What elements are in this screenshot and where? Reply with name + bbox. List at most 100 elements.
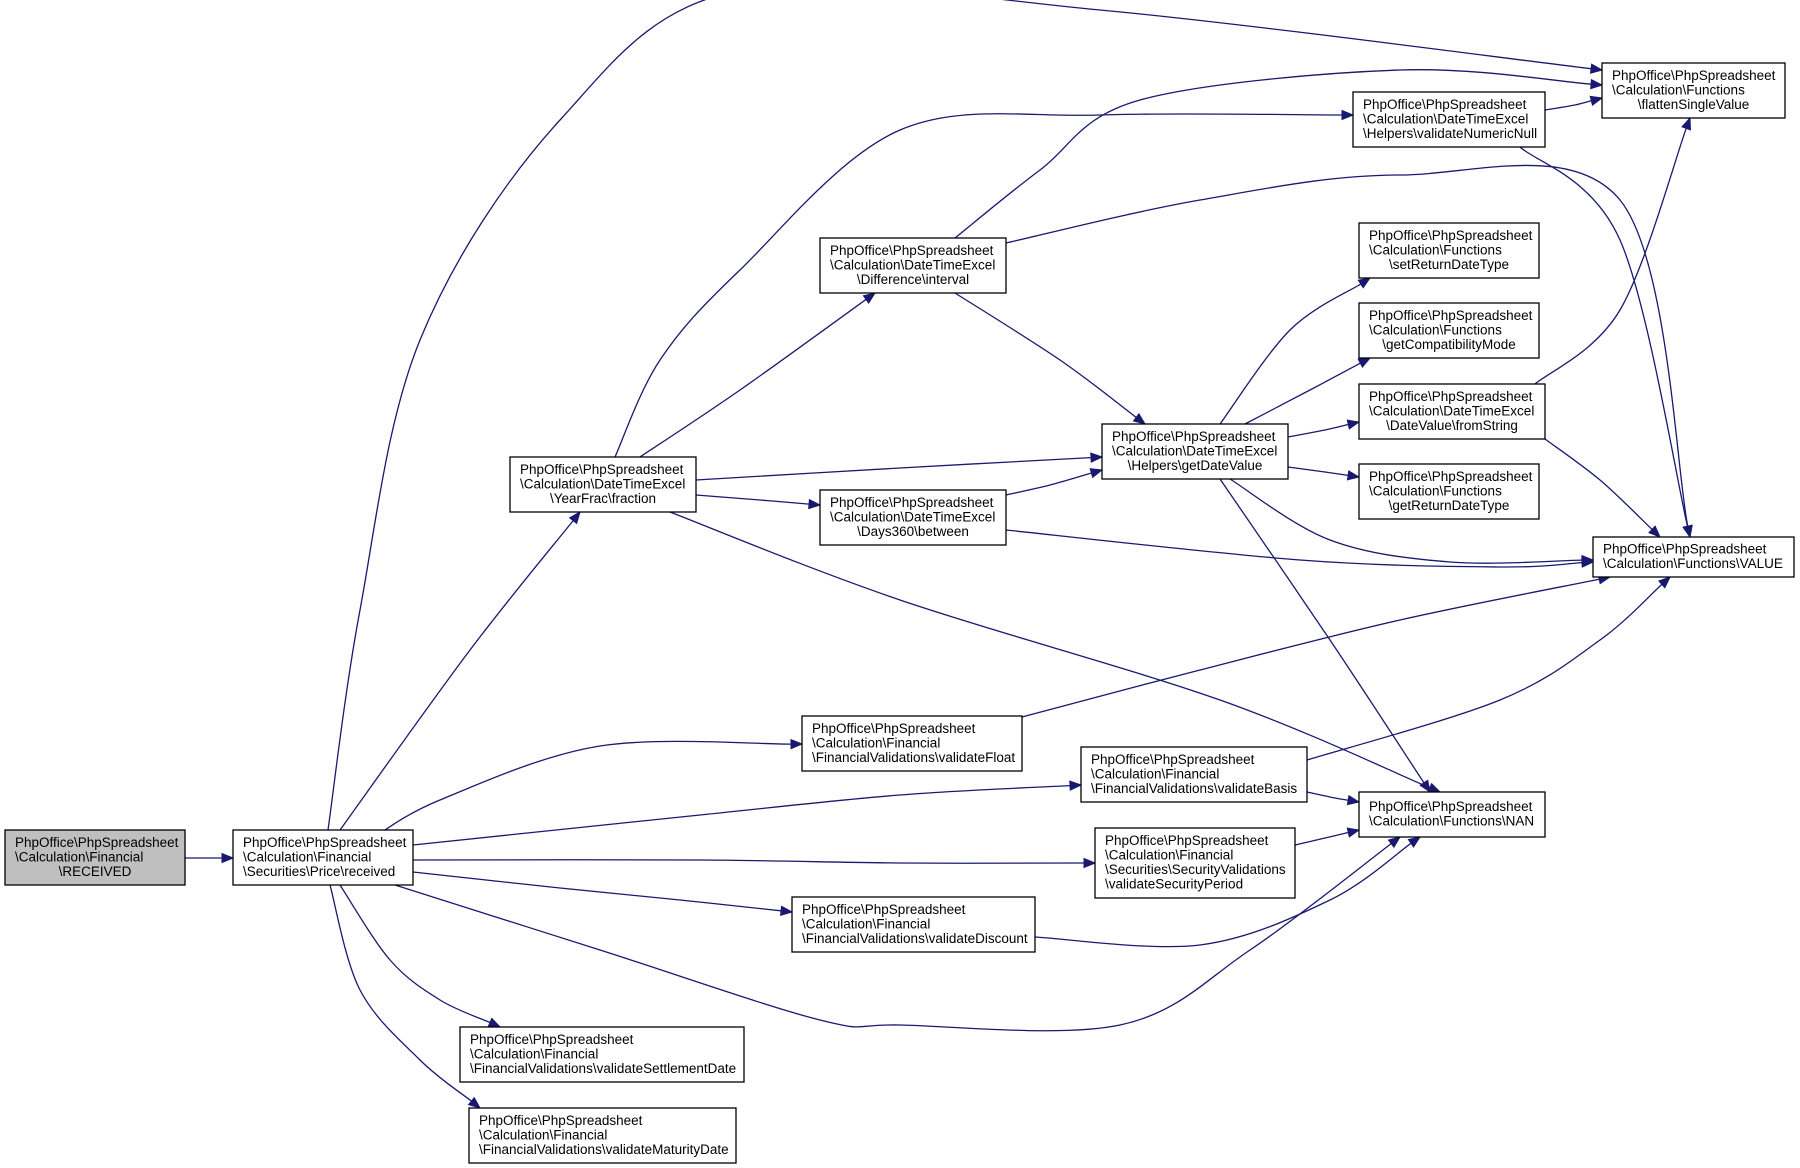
node-label-line: PhpOffice\PhpSpreadsheet xyxy=(802,902,966,917)
node-box xyxy=(1601,62,1786,119)
edge-helpers_getdatevalue-to-functions_value xyxy=(1229,478,1583,564)
arrowhead-difference_interval-to-helpers_getdatevalue xyxy=(1132,412,1147,425)
node-validatediscount[interactable]: PhpOffice\PhpSpreadsheet\Calculation\Fin… xyxy=(791,896,1036,953)
node-label-line: \FinancialValidations\validateFloat xyxy=(812,750,1015,765)
node-label-line: \Calculation\Functions xyxy=(1369,483,1502,498)
arrowhead-yearfrac_fraction-to-helpers_validatenumericnull xyxy=(1341,109,1355,121)
node-label-line: PhpOffice\PhpSpreadsheet xyxy=(830,495,994,510)
node-getreturndatetype[interactable]: PhpOffice\PhpSpreadsheet\Calculation\Fun… xyxy=(1358,463,1540,520)
node-label-line: \Calculation\Financial xyxy=(812,735,940,750)
node-label-line: PhpOffice\PhpSpreadsheet xyxy=(1363,97,1527,112)
node-box xyxy=(819,237,1007,294)
arrowhead-yearfrac_fraction-to-helpers_getdatevalue xyxy=(1090,452,1104,463)
node-functions_value[interactable]: PhpOffice\PhpSpreadsheet\Calculation\Fun… xyxy=(1592,536,1795,578)
node-label-line: PhpOffice\PhpSpreadsheet xyxy=(1105,833,1269,848)
node-label-line: PhpOffice\PhpSpreadsheet xyxy=(1091,752,1255,767)
node-flattensinglevalue[interactable]: PhpOffice\PhpSpreadsheet\Calculation\Fun… xyxy=(1601,62,1786,119)
node-helpers_getdatevalue[interactable]: PhpOffice\PhpSpreadsheet\Calculation\Dat… xyxy=(1101,423,1289,480)
node-label-line: \Calculation\Financial xyxy=(15,849,143,864)
edge-days360_between-to-helpers_getdatevalue xyxy=(1005,472,1092,496)
node-validatefloat[interactable]: PhpOffice\PhpSpreadsheet\Calculation\Fin… xyxy=(801,715,1023,772)
arrowhead-price_received-to-validatebasis xyxy=(1069,780,1083,791)
node-label-line: PhpOffice\PhpSpreadsheet xyxy=(470,1032,634,1047)
edge-datevalue_fromstring-to-functions_value xyxy=(1544,438,1653,530)
node-validatesettlementdate[interactable]: PhpOffice\PhpSpreadsheet\Calculation\Fin… xyxy=(459,1026,745,1083)
node-label-line: PhpOffice\PhpSpreadsheet xyxy=(830,243,994,258)
arrowhead-price_received-to-functions_nan xyxy=(1387,836,1402,849)
node-label-line: \Calculation\DateTimeExcel xyxy=(830,257,995,272)
node-label-line: PhpOffice\PhpSpreadsheet xyxy=(520,462,684,477)
edge-price_received-to-yearfrac_fraction xyxy=(339,520,574,831)
node-yearfrac_fraction[interactable]: PhpOffice\PhpSpreadsheet\Calculation\Dat… xyxy=(509,456,697,513)
node-box xyxy=(791,896,1036,953)
arrowhead-price_received-to-validatediscount xyxy=(780,905,794,916)
edge-datevalue_fromstring-to-flattensinglevalue xyxy=(1534,128,1687,385)
edge-difference_interval-to-flattensinglevalue xyxy=(954,69,1592,239)
node-label-line: \FinancialValidations\validateBasis xyxy=(1091,781,1297,796)
node-price_received[interactable]: PhpOffice\PhpSpreadsheet\Calculation\Fin… xyxy=(232,829,414,886)
node-label-line: \Helpers\getDateValue xyxy=(1128,458,1263,473)
edge-validatebasis-to-functions_nan xyxy=(1306,791,1349,801)
edge-days360_between-to-functions_value xyxy=(1005,529,1583,568)
arrowhead-validatebasis-to-functions_nan xyxy=(1346,794,1361,806)
arrowhead-difference_interval-to-flattensinglevalue xyxy=(1590,78,1604,90)
edge-price_received-to-validatematuritydate xyxy=(329,884,472,1102)
edge-helpers_validatenumericnull-to-flattensinglevalue xyxy=(1544,100,1592,111)
node-label-line: \getReturnDateType xyxy=(1389,498,1510,513)
node-label-line: \YearFrac\fraction xyxy=(550,491,656,506)
node-box xyxy=(1358,463,1540,520)
edge-helpers_getdatevalue-to-datevalue_fromstring xyxy=(1287,423,1349,438)
node-datevalue_fromstring[interactable]: PhpOffice\PhpSpreadsheet\Calculation\Dat… xyxy=(1358,383,1546,440)
edge-validatesecurityperiod-to-functions_nan xyxy=(1294,831,1349,846)
edge-difference_interval-to-functions_value xyxy=(1005,164,1689,527)
node-label-line: \Days360\between xyxy=(857,524,969,539)
arrowhead-helpers_validatenumericnull-to-functions_value xyxy=(1682,524,1693,539)
node-label-line: \Securities\Price\received xyxy=(243,864,395,879)
edge-price_received-to-validatesettlementdate xyxy=(339,884,491,1024)
node-helpers_validatenumericnull[interactable]: PhpOffice\PhpSpreadsheet\Calculation\Dat… xyxy=(1352,91,1546,148)
arrowhead-price_received-to-flattensinglevalue xyxy=(1589,63,1604,74)
node-box xyxy=(1080,746,1308,803)
nodes-layer: PhpOffice\PhpSpreadsheet \Calculation\Fin… xyxy=(4,62,1795,1164)
edge-yearfrac_fraction-to-helpers_validatenumericnull xyxy=(614,113,1343,458)
edge-yearfrac_fraction-to-difference_interval xyxy=(639,298,867,458)
node-difference_interval[interactable]: PhpOffice\PhpSpreadsheet\Calculation\Dat… xyxy=(819,237,1007,294)
node-label-line: \Calculation\DateTimeExcel xyxy=(1369,403,1534,418)
arrowhead-price_received-to-validatesecurityperiod xyxy=(1083,857,1097,869)
node-label-line: \Calculation\Functions\NAN xyxy=(1369,814,1534,829)
node-box xyxy=(1352,91,1546,148)
arrowhead-price_received-to-validatefloat xyxy=(790,738,804,750)
node-box xyxy=(1358,222,1540,279)
node-box xyxy=(1592,536,1795,578)
node-validatematuritydate[interactable]: PhpOffice\PhpSpreadsheet\Calculation\Fin… xyxy=(468,1107,737,1164)
node-validatesecurityperiod[interactable]: PhpOffice\PhpSpreadsheet\Calculation\Fin… xyxy=(1094,827,1296,899)
node-box xyxy=(801,715,1023,772)
edge-price_received-to-validatebasis xyxy=(412,784,1071,846)
node-label-line: \FinancialValidations\validateDiscount xyxy=(802,931,1028,946)
arrowhead-price_received-to-yearfrac_fraction xyxy=(568,510,581,525)
edge-validatediscount-to-functions_nan xyxy=(1034,842,1412,948)
node-getcompatibilitymode[interactable]: PhpOffice\PhpSpreadsheet\Calculation\Fun… xyxy=(1358,302,1540,359)
node-label-line: \Calculation\DateTimeExcel xyxy=(1363,111,1528,126)
node-setreturndatetype[interactable]: PhpOffice\PhpSpreadsheet\Calculation\Fun… xyxy=(1358,222,1540,279)
edge-price_received-to-validatesecurityperiod xyxy=(412,859,1085,864)
arrowhead-yearfrac_fraction-to-days360_between xyxy=(808,498,822,510)
node-label-line: \DateValue\fromString xyxy=(1386,418,1518,433)
arrowhead-helpers_getdatevalue-to-datevalue_fromstring xyxy=(1346,419,1361,430)
node-received_root[interactable]: PhpOffice\PhpSpreadsheet\Calculation\Fin… xyxy=(4,829,186,886)
node-days360_between[interactable]: PhpOffice\PhpSpreadsheet\Calculation\Dat… xyxy=(819,489,1007,546)
arrowhead-price_received-to-validatematuritydate xyxy=(467,1096,482,1109)
arrowhead-helpers_getdatevalue-to-functions_value xyxy=(1581,554,1595,566)
arrowhead-validatediscount-to-functions_nan xyxy=(1407,836,1422,848)
arrowhead-helpers_getdatevalue-to-setreturndatetype xyxy=(1357,277,1372,289)
node-label-line: PhpOffice\PhpSpreadsheet xyxy=(243,835,407,850)
edge-yearfrac_fraction-to-helpers_getdatevalue xyxy=(695,456,1092,481)
node-validatebasis[interactable]: PhpOffice\PhpSpreadsheet\Calculation\Fin… xyxy=(1080,746,1308,803)
node-label-line: PhpOffice\PhpSpreadsheet xyxy=(1612,68,1776,83)
edge-price_received-to-functions_nan xyxy=(394,843,1392,1032)
node-box xyxy=(1101,423,1289,480)
node-label-line: PhpOffice\PhpSpreadsheet xyxy=(1369,799,1533,814)
node-functions_nan[interactable]: PhpOffice\PhpSpreadsheet\Calculation\Fun… xyxy=(1358,791,1546,838)
node-label-line: \Calculation\Functions xyxy=(1369,322,1502,337)
